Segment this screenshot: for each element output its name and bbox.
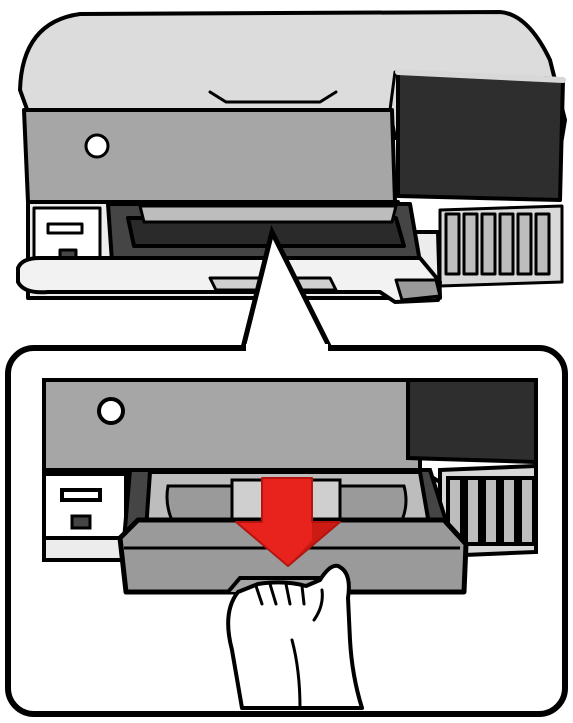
- ink-tank-windows: [440, 206, 562, 286]
- power-button-icon[interactable]: [86, 135, 108, 157]
- tray-stopper[interactable]: [396, 280, 440, 300]
- cd-tray-top: [140, 206, 396, 222]
- hand-icon: [228, 566, 362, 708]
- printer-body: [24, 110, 395, 202]
- control-panel: [398, 72, 563, 200]
- zoom-control-panel: [408, 380, 536, 462]
- printer-overview: [18, 12, 565, 302]
- card-slot[interactable]: [48, 224, 82, 233]
- zoom-printer-body: [44, 380, 420, 470]
- zoom-card-slot[interactable]: [62, 490, 100, 500]
- zoom-usb-port[interactable]: [72, 516, 90, 528]
- callout-detail: [8, 344, 565, 714]
- zoom-power-button-icon[interactable]: [99, 399, 123, 423]
